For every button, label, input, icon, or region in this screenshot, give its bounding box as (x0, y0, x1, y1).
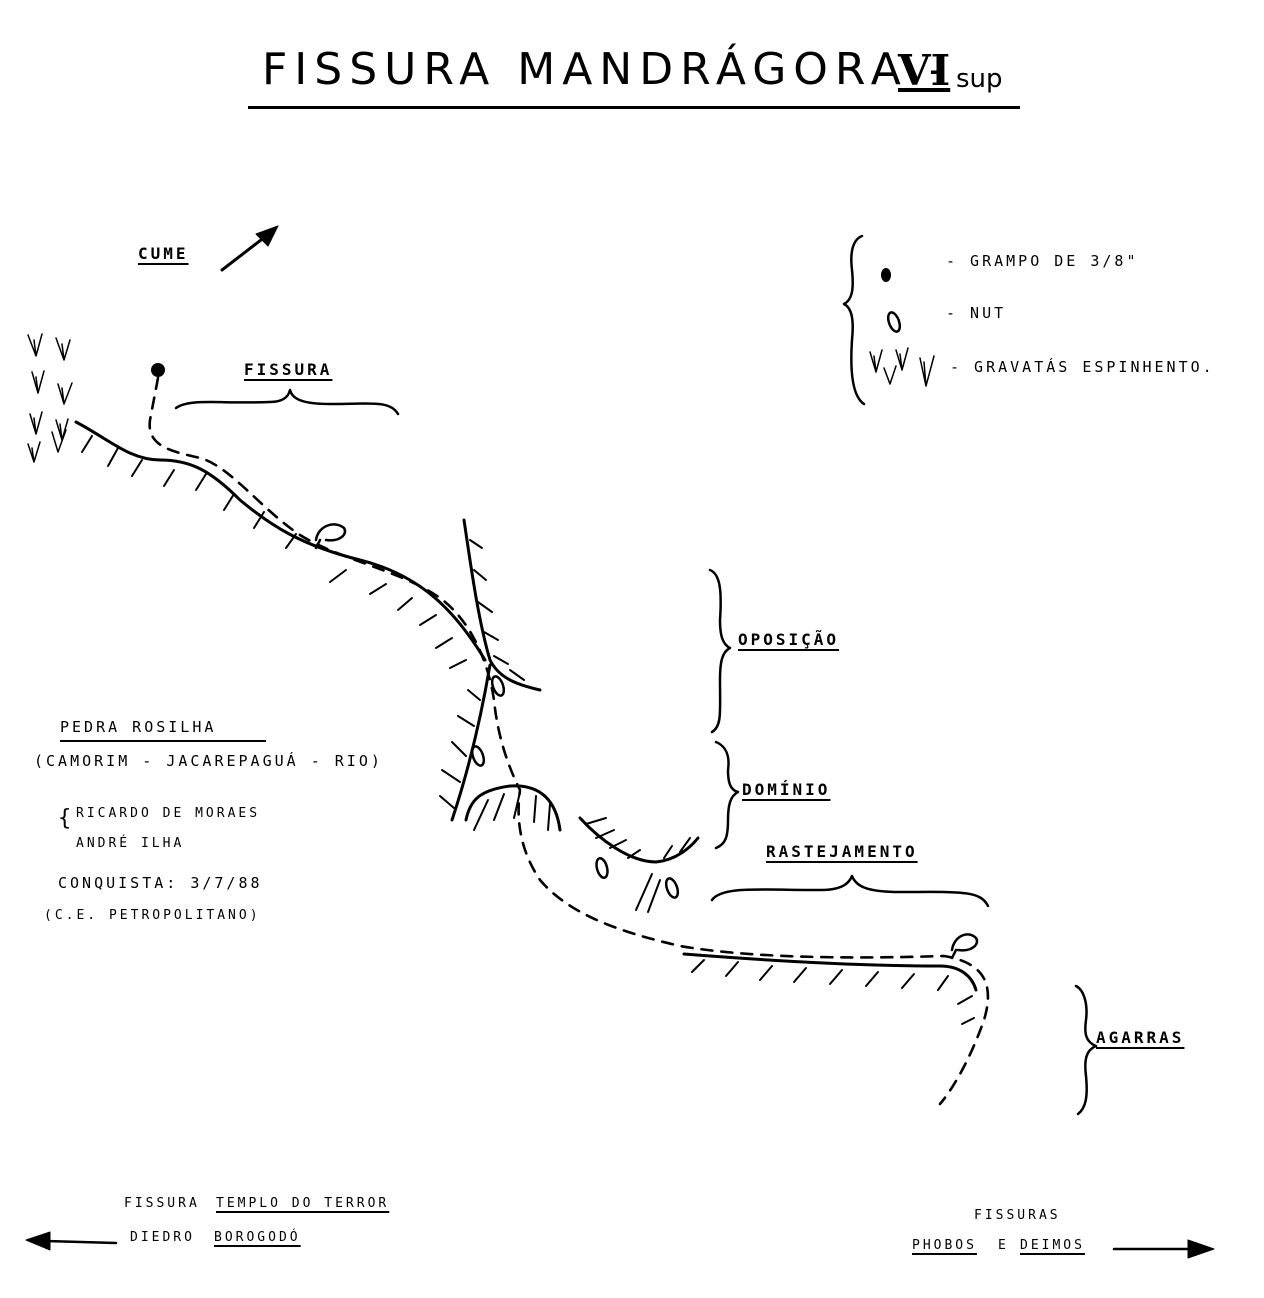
agarras-brace (1074, 984, 1098, 1116)
nut-icon (470, 745, 486, 767)
grade-suffix: sup (956, 64, 1003, 94)
club: (C.E. PETROPOLITANO) (44, 908, 261, 923)
legend-nut-icon (886, 311, 902, 333)
first-ascent: CONQUISTA: 3/7/88 (58, 874, 263, 892)
title-block: FISSURA MANDRÁGORA - VI sup (248, 40, 1020, 109)
route-line (148, 376, 990, 1106)
summit-arrow-icon (220, 225, 279, 272)
legend-bolt-label: - GRAMPO DE 3/8" (946, 252, 1139, 270)
legend-bromeliad-icon (869, 347, 935, 387)
route-1-prefix: FISSURA (124, 1196, 200, 1211)
legend-nut-label: - NUT (946, 304, 1007, 322)
summit-label: CUME (138, 244, 189, 263)
right-route-2: DEIMOS (1020, 1238, 1085, 1253)
section-fissura: FISSURA (244, 360, 333, 379)
upper-ledge (74, 420, 487, 662)
nut-icon (490, 675, 506, 697)
bolt-icon (151, 363, 165, 377)
lower-ledge-hatching (691, 959, 975, 1025)
climber-2: ANDRÉ ILHA (76, 836, 185, 851)
bromeliads-icon (27, 333, 73, 463)
route-2-prefix: DIEDRO (130, 1230, 195, 1245)
legend-bolt-icon (881, 268, 891, 282)
page-title: FISSURA MANDRÁGORA - (262, 44, 952, 95)
grade: VI (898, 46, 951, 95)
section-rastejamento: RASTEJAMENTO (766, 842, 918, 861)
right-routes-conj: E (998, 1238, 1009, 1253)
rastejamento-brace (710, 874, 990, 908)
nut-icon (664, 877, 680, 899)
legend-bromeliad-label: - GRAVATÁS ESPINHENTO. (950, 358, 1215, 376)
dominio-bowl-hatching (585, 817, 691, 913)
climbers-brace: { (58, 806, 72, 831)
nut-icon (595, 857, 609, 879)
dominio-bowl (578, 816, 700, 864)
right-arrow-icon (1112, 1239, 1215, 1259)
nut-icon (950, 933, 979, 960)
right-route-1: PHOBOS (912, 1238, 977, 1253)
lower-ledge (682, 952, 978, 992)
nut-icon (314, 523, 347, 550)
section-agarras: AGARRAS (1096, 1028, 1185, 1047)
dihedral-right-wall (462, 518, 542, 692)
oposicao-brace (708, 568, 732, 734)
dominio-overhang (464, 784, 562, 832)
dihedral-left-hatching (439, 689, 481, 809)
dominio-overhang-hatching (473, 791, 551, 831)
section-dominio: DOMÍNIO (742, 780, 831, 799)
dihedral-left-wall (450, 663, 492, 822)
left-arrow-icon (25, 1231, 118, 1251)
dihedral-right-hatching (469, 539, 525, 681)
location-region: (CAMORIM - JACAREPAGUÁ - RIO) (34, 752, 383, 770)
legend-brace (842, 234, 866, 406)
route-2-name: BOROGODÓ (214, 1230, 301, 1245)
fissura-brace (174, 388, 400, 416)
location-name: PEDRA ROSILHA (60, 718, 266, 742)
section-oposicao: OPOSIÇÃO (738, 630, 840, 649)
climber-1: RICARDO DE MORAES (76, 806, 261, 821)
upper-ledge-hatching (81, 435, 467, 669)
right-routes-prefix: FISSURAS (974, 1208, 1061, 1223)
dominio-brace (714, 740, 740, 850)
route-1-name: TEMPLO DO TERROR (216, 1196, 390, 1211)
